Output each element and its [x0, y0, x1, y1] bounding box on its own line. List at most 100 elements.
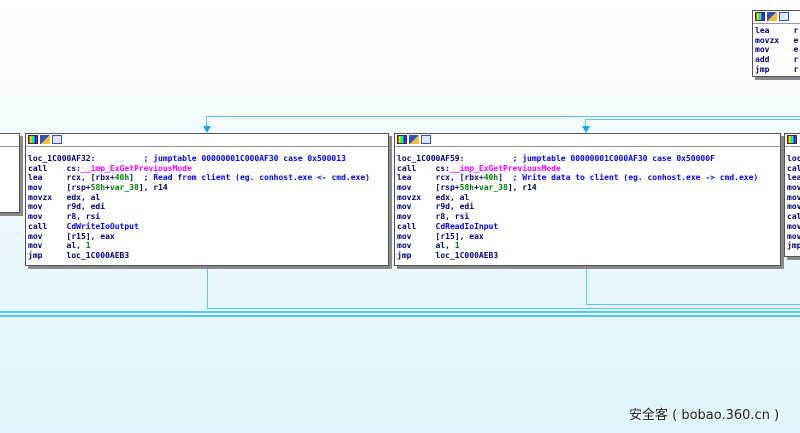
asm-number: var_38 — [478, 183, 508, 193]
asm-line[interactable]: mov [r15], eax — [397, 232, 780, 242]
asm-mnemonic: movzx e — [755, 35, 799, 45]
asm-mnemonic: mov r8, rsi — [28, 212, 101, 222]
asm-line[interactable]: trol — [0, 212, 18, 213]
code-block-right-partial[interactable]: loccalleamovmovmovcalmovmovjmp — [784, 133, 800, 257]
asm-line[interactable]: lea rcx, [rbx+40h] ; Write data to clien… — [397, 173, 780, 183]
asm-mnemonic: [rsp+ — [66, 183, 91, 193]
asm-line[interactable]: movzx edx, al — [28, 193, 388, 203]
asm-line[interactable]: jmp — [787, 241, 800, 251]
asm-mnemonic: lea r — [755, 26, 799, 35]
asm-line[interactable]: mov [r15], eax — [28, 232, 388, 242]
asm-line[interactable]: movzx edx, al — [397, 193, 780, 203]
asm-line[interactable] — [0, 183, 18, 193]
asm-line[interactable]: jmp r — [755, 65, 800, 75]
graph-icon[interactable] — [779, 12, 789, 21]
edge-top-1 — [206, 116, 800, 117]
color-palette-icon[interactable] — [755, 12, 765, 21]
color-palette-icon[interactable] — [28, 135, 38, 144]
arrow-icon — [203, 126, 211, 133]
edge-bottom-1 — [207, 308, 800, 309]
edit-icon[interactable] — [409, 135, 419, 144]
asm-mnemonic: mov al, — [397, 241, 455, 251]
asm-line[interactable]: cal — [787, 164, 800, 174]
asm-line[interactable]: mov al, 1 — [397, 241, 780, 251]
asm-line[interactable]: lea rcx, [rbx+40h] ; Read from client (e… — [28, 173, 388, 183]
asm-number: 58h — [90, 183, 106, 193]
asm-mnemonic: call — [28, 163, 67, 173]
edit-icon[interactable] — [40, 135, 50, 144]
color-palette-icon[interactable] — [397, 135, 407, 144]
asm-mnemonic: lea — [397, 173, 436, 183]
asm-line[interactable]: jmp loc_1C000AEB3 — [28, 251, 388, 261]
asm-line[interactable] — [0, 173, 18, 183]
code-block-loc-1C000AF32[interactable]: loc_1C000AF32: ; jumptable 00000001C000A… — [25, 133, 389, 266]
asm-import[interactable]: __imp_ExGetPreviousMode — [449, 163, 561, 173]
graph-icon[interactable] — [421, 135, 431, 144]
node-body: loc_1C000AF32: ; jumptable 00000001C000A… — [26, 147, 388, 261]
asm-number: 40h — [483, 173, 499, 183]
asm-line[interactable] — [0, 202, 18, 212]
asm-line[interactable]: mov [rsp+58h+var_38], r14 — [28, 183, 388, 193]
asm-mnemonic: cal — [787, 163, 800, 173]
asm-mnemonic: jmp loc_1C000AEB3 — [28, 250, 130, 260]
asm-line[interactable]: call CdWriteIoOutput — [28, 222, 388, 232]
color-palette-icon[interactable] — [787, 135, 797, 144]
asm-name[interactable]: CdWriteIoOutput — [66, 221, 139, 231]
asm-line[interactable]: lea r — [755, 26, 800, 36]
edge-top-2 — [585, 119, 800, 120]
edge-bottom-1-down — [207, 266, 208, 308]
asm-line[interactable]: cal — [787, 212, 800, 222]
graph-icon[interactable] — [52, 135, 62, 144]
code-block-left-partial[interactable]: trol — [0, 133, 20, 213]
asm-line[interactable]: mov r8, rsi — [397, 212, 780, 222]
asm-mnemonic: mov r9d, edi — [397, 202, 475, 212]
asm-line[interactable]: lea — [787, 173, 800, 183]
asm-line[interactable]: mov — [787, 222, 800, 232]
asm-mnemonic: mov — [28, 183, 67, 193]
asm-line[interactable]: loc_1C000AF32: ; jumptable 00000001C000A… — [28, 154, 388, 164]
edge-top-2-down — [585, 119, 586, 128]
asm-line[interactable]: mov r8, rsi — [28, 212, 388, 222]
asm-line[interactable]: mov r9d, edi — [397, 202, 780, 212]
asm-line[interactable]: mov r9d, edi — [28, 202, 388, 212]
asm-line[interactable]: mov [rsp+58h+var_38], r14 — [397, 183, 780, 193]
asm-line[interactable]: add r — [755, 55, 800, 65]
asm-line[interactable]: call cs:__imp_ExGetPreviousMode — [397, 164, 780, 174]
edit-icon[interactable] — [767, 12, 777, 21]
asm-mnemonic: loc_1C000AF59: — [397, 154, 513, 163]
asm-number: var_38 — [109, 183, 139, 193]
asm-line[interactable]: loc — [787, 154, 800, 164]
asm-name[interactable]: CdReadIoInput — [435, 221, 499, 231]
asm-line[interactable]: loc_1C000AF59: ; jumptable 00000001C000A… — [397, 154, 780, 164]
asm-mnemonic: mov r8, rsi — [397, 212, 470, 222]
asm-line[interactable]: mov al, 1 — [28, 241, 388, 251]
asm-line[interactable]: mov — [787, 232, 800, 242]
asm-mnemonic: mov — [787, 192, 800, 202]
asm-mnemonic: mov — [397, 183, 436, 193]
asm-line[interactable] — [0, 193, 18, 203]
asm-comment: ; jumptable 00000001C000AF30 case 0x5000… — [512, 154, 715, 163]
asm-line[interactable] — [0, 154, 18, 164]
asm-mnemonic: trol — [0, 212, 18, 213]
asm-line[interactable]: mov — [787, 202, 800, 212]
asm-line[interactable]: jmp loc_1C000AEB3 — [397, 251, 780, 261]
asm-line[interactable] — [0, 164, 18, 174]
asm-line[interactable]: mov — [787, 183, 800, 193]
asm-line[interactable]: mov — [787, 193, 800, 203]
asm-number: 58h — [459, 183, 475, 193]
asm-mnemonic: cs: — [435, 163, 450, 173]
asm-mnemonic: + — [105, 183, 110, 193]
asm-mnemonic: call — [397, 221, 436, 231]
asm-line[interactable]: call cs:__imp_ExGetPreviousMode — [28, 164, 388, 174]
asm-number: 40h — [114, 173, 130, 183]
asm-line[interactable]: mov e — [755, 45, 800, 55]
asm-mnemonic: rcx, [rbx+ — [435, 173, 484, 183]
edge-long-2 — [0, 315, 800, 317]
code-block-loc-1C000AF59[interactable]: loc_1C000AF59: ; jumptable 00000001C000A… — [394, 133, 781, 266]
edge-top-1-down — [206, 116, 207, 128]
asm-import[interactable]: __imp_ExGetPreviousMode — [80, 163, 192, 173]
node-body: loc_1C000AF59: ; jumptable 00000001C000A… — [395, 147, 780, 261]
asm-line[interactable]: movzx e — [755, 36, 800, 46]
asm-line[interactable]: call CdReadIoInput — [397, 222, 780, 232]
